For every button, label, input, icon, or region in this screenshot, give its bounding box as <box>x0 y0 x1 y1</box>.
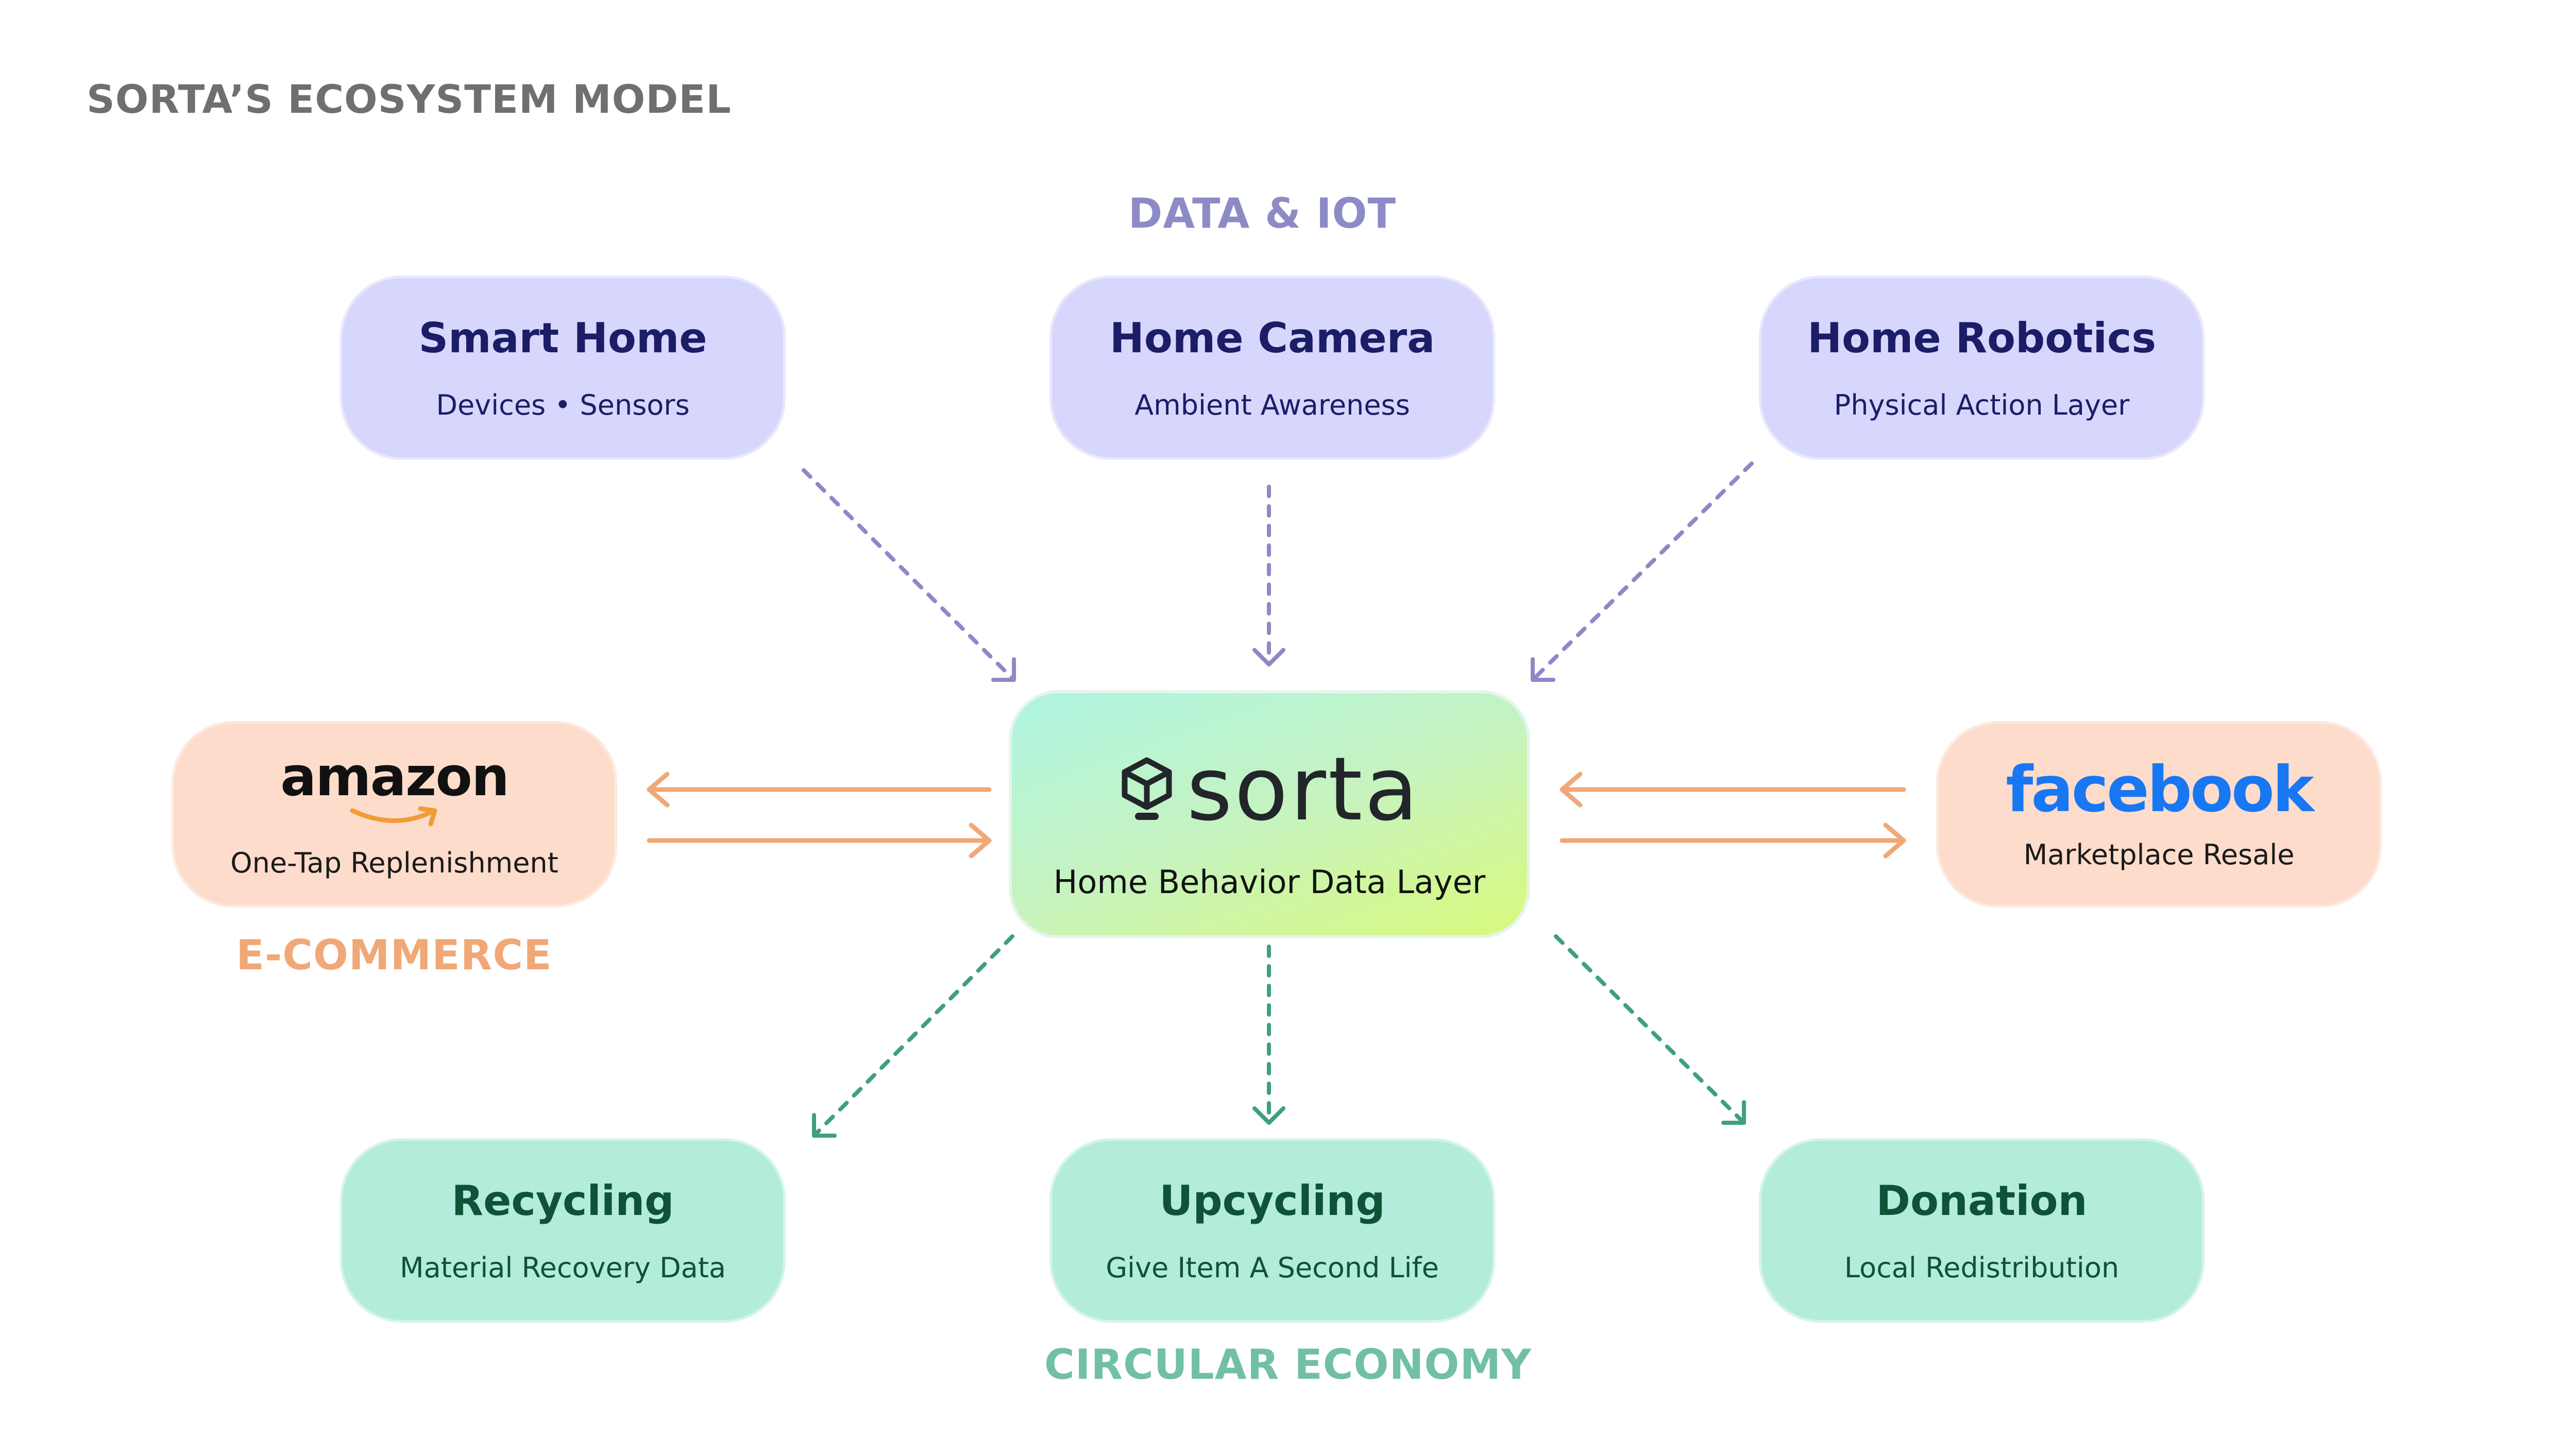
amazon-smile-icon <box>350 806 437 826</box>
node-sorta-center: sorta Home Behavior Data Layer <box>1009 690 1530 938</box>
node-subtitle: Ambient Awareness <box>1134 389 1410 421</box>
node-upcycling: Upcycling Give Item A Second Life <box>1049 1138 1495 1323</box>
node-recycling: Recycling Material Recovery Data <box>340 1138 786 1323</box>
node-title: Home Camera <box>1109 314 1435 362</box>
node-subtitle: Devices • Sensors <box>436 389 690 421</box>
node-title: Upcycling <box>1159 1177 1385 1225</box>
node-donation: Donation Local Redistribution <box>1759 1138 2205 1323</box>
page-title: SORTA’S ECOSYSTEM MODEL <box>87 76 732 122</box>
arrowhead-from-amazon <box>969 823 992 859</box>
node-subtitle: Local Redistribution <box>1844 1252 2120 1284</box>
arrow-sorta-to-recycling <box>812 934 1014 1138</box>
arrowhead-to-facebook <box>1883 823 1906 859</box>
node-title: Donation <box>1876 1177 2088 1225</box>
node-facebook: facebook Marketplace Resale <box>1936 721 2382 907</box>
node-subtitle: One-Tap Replenishment <box>230 846 558 879</box>
arrow-sorta-to-donation <box>1554 934 1746 1125</box>
facebook-logo: facebook <box>2006 752 2314 826</box>
node-title: Smart Home <box>418 314 707 362</box>
arrowhead-donation <box>1721 1100 1746 1125</box>
node-subtitle: Marketplace Resale <box>2023 838 2295 871</box>
arrowhead-smart-home <box>991 657 1016 682</box>
node-title: Home Robotics <box>1807 314 2156 362</box>
arrow-smart-home-to-sorta <box>802 468 1016 682</box>
arrowhead-from-facebook <box>1560 772 1583 808</box>
node-subtitle: Material Recovery Data <box>399 1252 726 1284</box>
group-label-ecommerce: E-COMMERCE <box>236 931 552 979</box>
node-smart-home: Smart Home Devices • Sensors <box>340 276 786 460</box>
amazon-logo: amazon <box>280 745 510 829</box>
group-label-circular-economy: CIRCULAR ECONOMY <box>1044 1341 1532 1389</box>
arrowhead-recycling <box>812 1113 837 1138</box>
group-label-data-iot: DATA & IOT <box>1128 190 1397 237</box>
arrowhead-home-camera <box>1252 648 1285 666</box>
node-title: Recycling <box>451 1177 674 1225</box>
arrowhead-upcycling <box>1252 1106 1285 1125</box>
node-subtitle: Give Item A Second Life <box>1106 1252 1439 1284</box>
node-home-camera: Home Camera Ambient Awareness <box>1049 276 1495 460</box>
amazon-wordmark: amazon <box>280 745 510 808</box>
node-amazon: amazon One-Tap Replenishment <box>172 721 617 907</box>
center-subtitle: Home Behavior Data Layer <box>1053 863 1486 901</box>
sorta-brand: sorta <box>1012 746 1527 833</box>
arrowhead-home-robotics <box>1531 657 1555 682</box>
arrowhead-to-amazon <box>647 772 670 808</box>
sorta-box-icon <box>1122 757 1172 820</box>
arrow-home-robotics-to-sorta <box>1531 461 1754 682</box>
node-home-robotics: Home Robotics Physical Action Layer <box>1759 276 2205 460</box>
node-subtitle: Physical Action Layer <box>1834 389 2130 421</box>
sorta-wordmark: sorta <box>1187 739 1420 841</box>
